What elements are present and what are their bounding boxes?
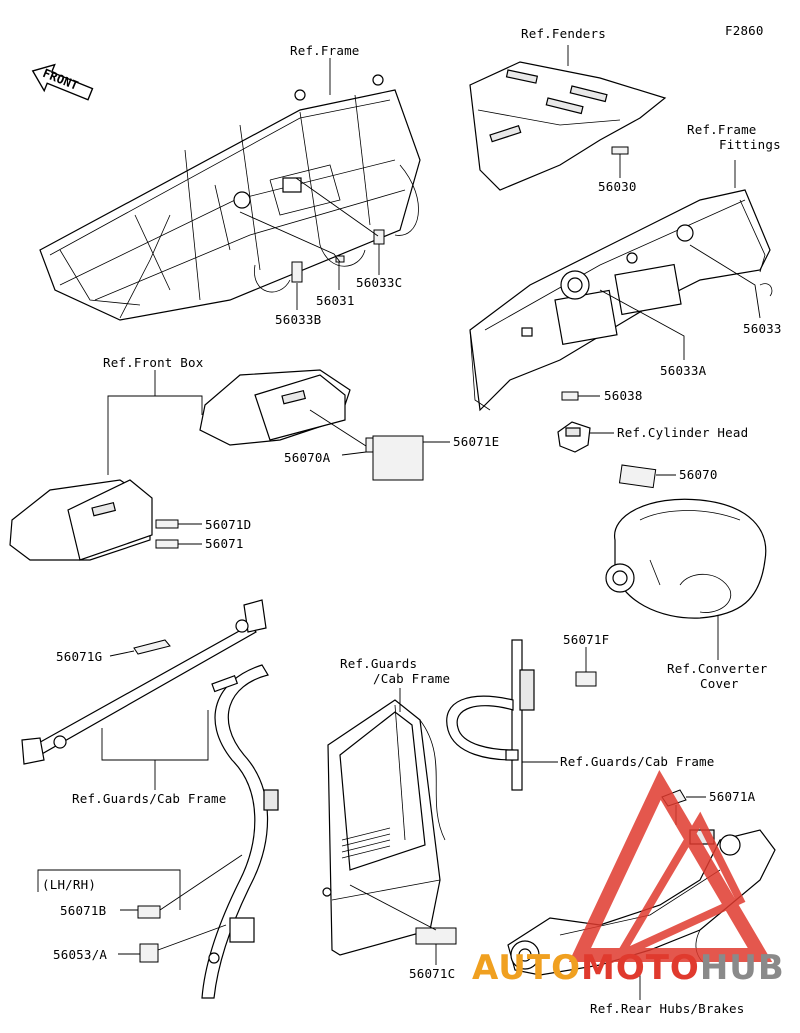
converter-cover-illustration xyxy=(605,498,767,619)
decal-56071g xyxy=(133,639,171,655)
right-guard-illustration xyxy=(446,639,535,791)
front-box-lower-illustration xyxy=(9,479,153,561)
label-ref-front-box: Ref.Front Box xyxy=(103,355,204,370)
label-ref-guards-mid-2: /Cab Frame xyxy=(373,671,451,686)
part-56071d: 56071D xyxy=(205,517,252,532)
front-box-upper-illustration xyxy=(199,369,351,446)
decal-56071f xyxy=(575,671,597,687)
label-ref-frame: Ref.Frame xyxy=(290,43,360,58)
fenders-illustration xyxy=(469,61,667,191)
part-56038: 56038 xyxy=(604,388,643,403)
part-56071g: 56071G xyxy=(56,649,103,664)
part-56033b: 56033B xyxy=(275,312,322,327)
part-56071a: 56071A xyxy=(709,789,756,804)
watermark-part-c: HUB xyxy=(699,948,785,988)
part-56033c: 56033C xyxy=(356,275,403,290)
decal-56071e xyxy=(372,435,424,481)
watermark-part-b: MOTO xyxy=(580,948,700,988)
part-56071: 56071 xyxy=(205,536,244,551)
part-56070a: 56070A xyxy=(284,450,331,465)
decal-56071 xyxy=(155,539,179,549)
part-56033a: 56033A xyxy=(660,363,707,378)
part-56071e: 56071E xyxy=(453,434,500,449)
part-56070: 56070 xyxy=(679,467,718,482)
label-ref-converter-cover-2: Cover xyxy=(700,676,739,691)
watermark-logo xyxy=(568,770,773,964)
guard-tube-illustration xyxy=(201,664,279,999)
part-56071c: 56071C xyxy=(409,966,456,981)
cylinder-head-illustration xyxy=(557,421,591,453)
decal-56053a xyxy=(139,943,159,963)
label-ref-guards-right: Ref.Guards/Cab Frame xyxy=(560,754,715,769)
frame-illustration xyxy=(39,74,421,321)
part-56071f: 56071F xyxy=(563,632,610,647)
part-56031: 56031 xyxy=(316,293,355,308)
decal-56038 xyxy=(561,391,579,401)
label-ref-guards-left: Ref.Guards/Cab Frame xyxy=(72,791,227,806)
label-ref-rear-hubs-brakes: Ref.Rear Hubs/Brakes xyxy=(590,1001,745,1016)
decal-56070 xyxy=(618,464,657,489)
part-56033: 56033 xyxy=(743,321,782,336)
part-56071b: 56071B xyxy=(60,903,107,918)
cab-door-illustration xyxy=(322,699,446,956)
label-ref-frame-fittings-2: Fittings xyxy=(719,137,781,152)
label-ref-fenders: Ref.Fenders xyxy=(521,26,606,41)
label-ref-guards-mid-1: Ref.Guards xyxy=(340,656,418,671)
decal-56071d xyxy=(155,519,179,529)
label-ref-converter-cover-1: Ref.Converter xyxy=(667,661,768,676)
guard-bar-illustration xyxy=(21,599,267,765)
label-ref-frame-fittings-1: Ref.Frame xyxy=(687,122,757,137)
watermark-part-a: AUTO xyxy=(472,948,581,988)
part-56030: 56030 xyxy=(598,179,637,194)
part-56053a: 56053/A xyxy=(53,947,108,962)
decal-56071c xyxy=(415,927,457,945)
figure-code: F2860 xyxy=(725,23,764,38)
decal-56071b xyxy=(137,905,161,919)
watermark-text: AUTOMOTOHUB xyxy=(472,948,785,988)
label-ref-cylinder-head: Ref.Cylinder Head xyxy=(617,425,749,440)
frame-fittings-illustration xyxy=(469,189,773,412)
front-arrow-icon xyxy=(31,63,94,101)
label-lh-rh: (LH/RH) xyxy=(42,877,97,892)
